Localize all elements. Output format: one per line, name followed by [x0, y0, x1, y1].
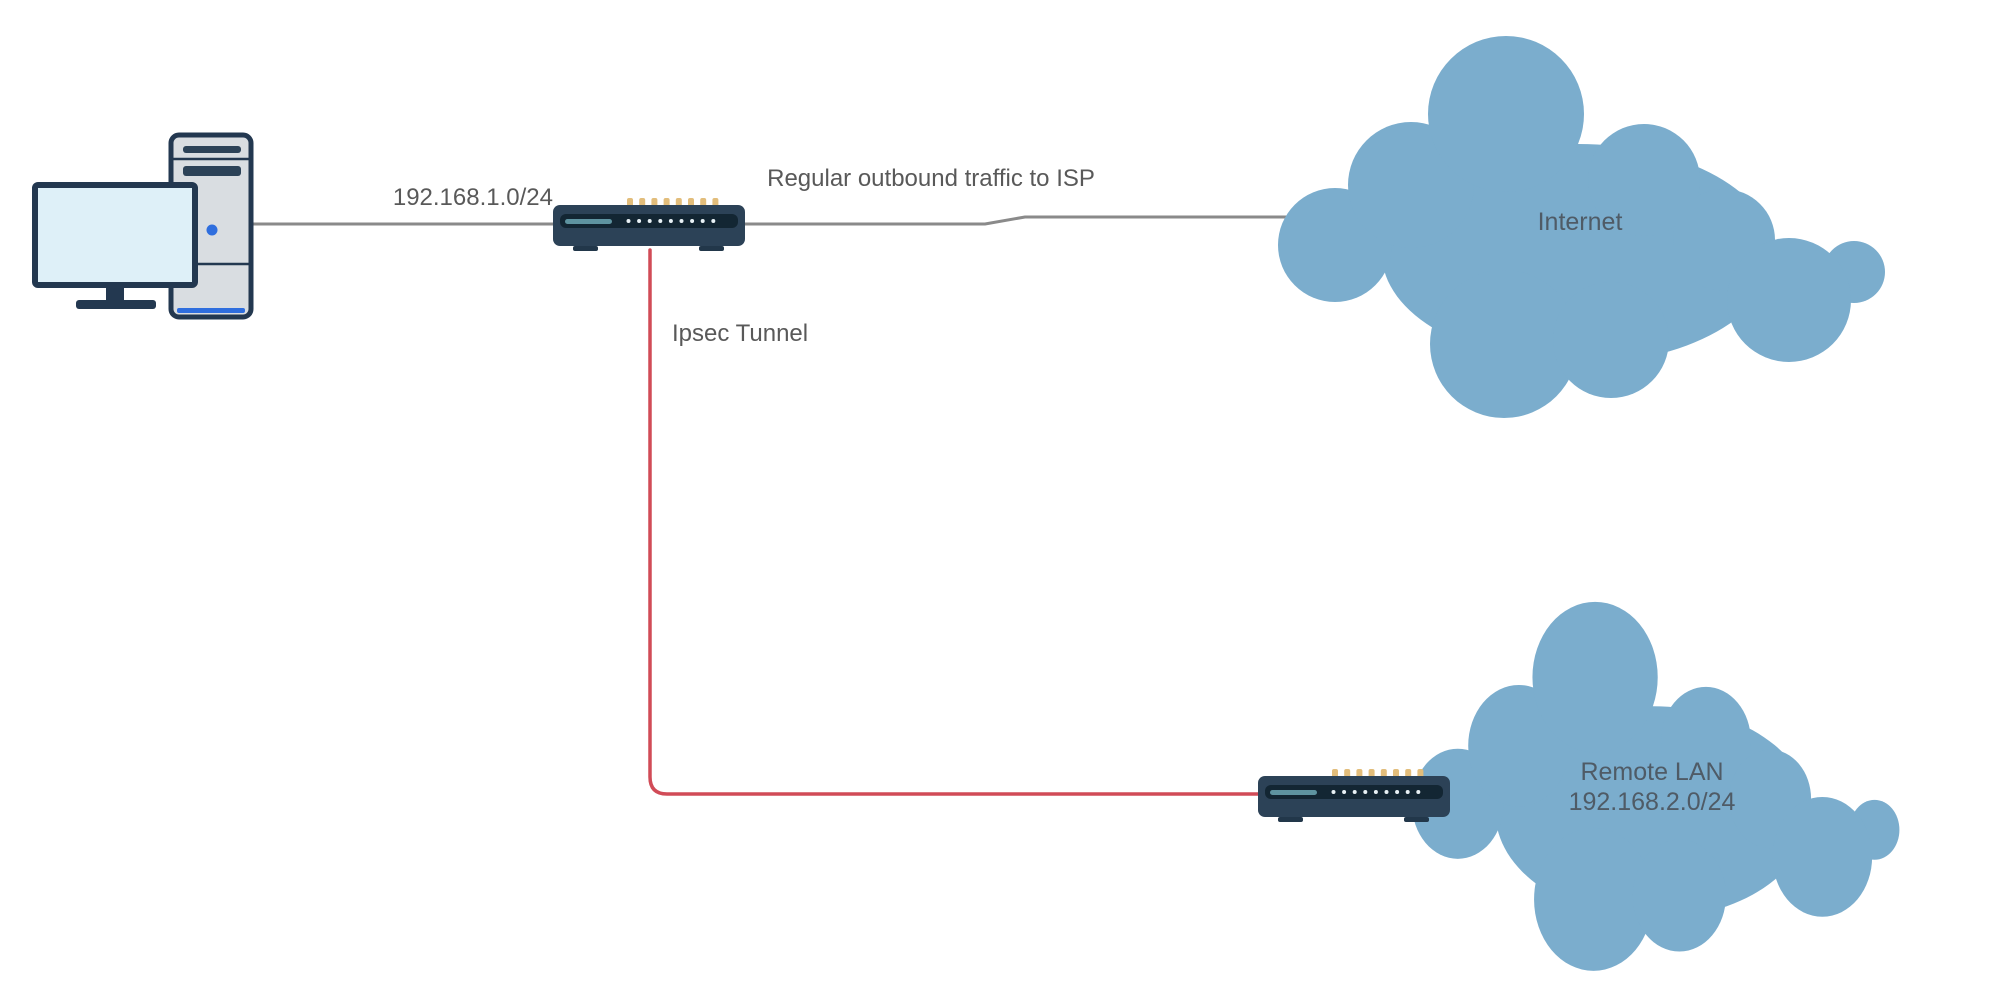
- link-ipsec-tunnel[interactable]: [648, 248, 1260, 796]
- outbound-traffic-label: Regular outbound traffic to ISP: [767, 165, 1095, 192]
- remote-lan-name: Remote LAN: [1580, 758, 1724, 786]
- ipsec-tunnel-label: Ipsec Tunnel: [672, 320, 809, 347]
- pc-tower-accent-strip: [177, 308, 245, 313]
- remote-lan-label: Remote LAN 192.168.2.0/24: [1542, 757, 1762, 817]
- pc-monitor-neck: [106, 288, 124, 300]
- gateway-router-icon[interactable]: [553, 198, 745, 251]
- workstation-icon[interactable]: [32, 132, 254, 320]
- pc-tower-slot-top: [183, 146, 241, 153]
- pc-tower-slot-drive: [183, 166, 241, 176]
- pc-power-button: [206, 224, 218, 236]
- local-subnet-label: 192.168.1.0/24: [392, 184, 553, 211]
- link-isp[interactable]: [745, 215, 1300, 226]
- pc-monitor-base: [76, 300, 156, 309]
- internet-label: Internet: [1537, 208, 1623, 236]
- remote-router-icon[interactable]: [1258, 769, 1450, 822]
- remote-lan-subnet: 192.168.2.0/24: [1568, 788, 1736, 816]
- pc-monitor: [32, 182, 198, 288]
